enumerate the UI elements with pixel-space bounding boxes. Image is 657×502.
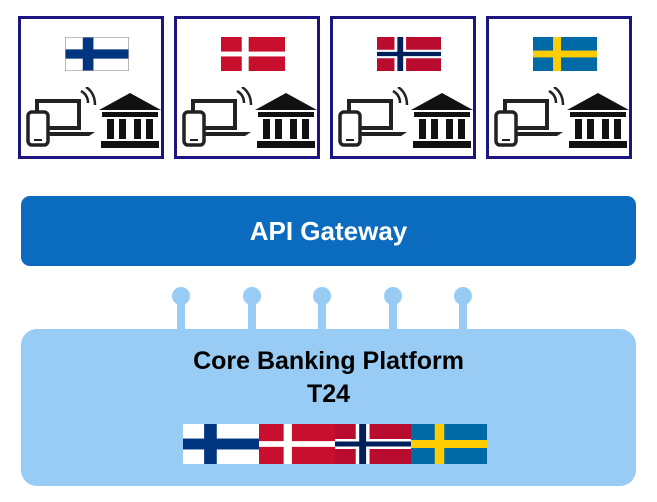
bank-icon	[99, 93, 161, 148]
finland-flag-icon	[65, 37, 129, 71]
country-box-sweden	[486, 16, 632, 159]
norway-flag-icon	[335, 424, 411, 464]
core-platform-subtitle: T24	[306, 380, 351, 408]
core-platform-title: Core Banking Platform	[193, 347, 464, 375]
api-connector	[312, 287, 332, 335]
devices-icon	[338, 87, 409, 147]
bank-icon	[567, 93, 629, 148]
devices-icon	[182, 87, 253, 147]
denmark-flag-icon	[221, 37, 285, 71]
core-flags-strip	[183, 424, 487, 464]
api-connector	[242, 287, 262, 335]
devices-icon	[494, 87, 565, 147]
sweden-flag-icon	[533, 37, 597, 71]
core-banking-platform-box: Core Banking Platform T24	[21, 329, 636, 486]
devices-icon	[26, 87, 97, 147]
country-box-norway	[330, 16, 476, 159]
sweden-flag-icon	[411, 424, 487, 464]
country-box-denmark	[174, 16, 320, 159]
bank-icon	[255, 93, 317, 148]
api-gateway-label: API Gateway	[249, 215, 408, 246]
api-gateway-bar: API Gateway	[21, 196, 636, 266]
denmark-flag-icon	[259, 424, 335, 464]
api-connector	[453, 287, 473, 335]
finland-flag-icon	[183, 424, 259, 464]
api-connector	[383, 287, 403, 335]
country-box-finland	[18, 16, 164, 159]
api-connector	[171, 287, 191, 335]
bank-icon	[411, 93, 473, 148]
norway-flag-icon	[377, 37, 441, 71]
